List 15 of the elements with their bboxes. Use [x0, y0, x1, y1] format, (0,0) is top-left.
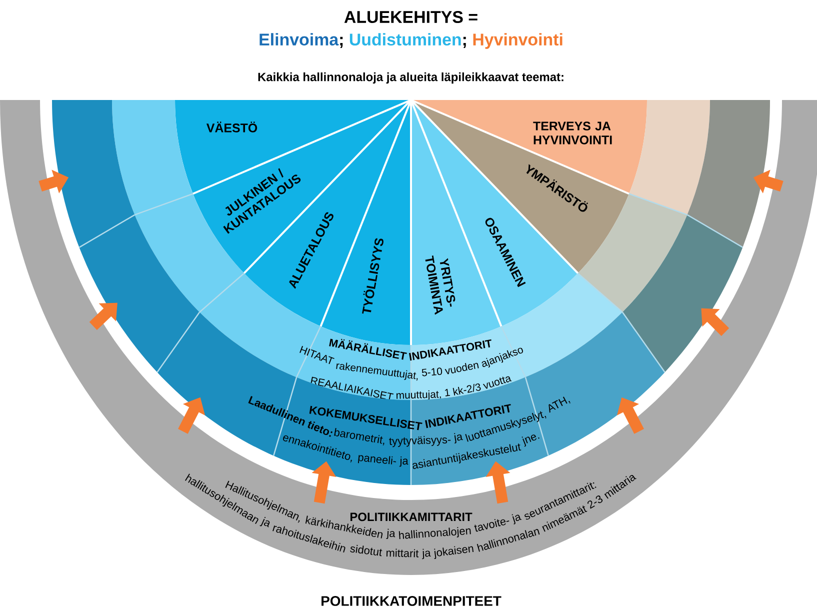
footer-text: POLITIIKKATOIMENPITEET	[322, 596, 502, 606]
arrow	[701, 308, 730, 336]
label: Hyvinvointi	[473, 33, 562, 49]
node-label: ja	[454, 433, 463, 444]
arrow	[89, 302, 118, 330]
caption-text: Kaikkia hallinnonaloja ja alueita läpileikkaavat teemat:	[258, 72, 564, 84]
label: ;	[340, 36, 343, 48]
node-label: vuoden	[444, 362, 479, 374]
node-label: 5-10	[422, 368, 442, 376]
heading: ALUEKEHITYS =	[344, 11, 478, 23]
label: Uudistuminen	[350, 33, 461, 46]
label: ;	[463, 36, 466, 48]
node-label: 1 kk-2/3 vuotta	[445, 376, 512, 396]
subheading: Elinvoima; Uudistuminen; Hyvinvointi	[260, 33, 562, 49]
label: Elinvoima	[260, 33, 339, 46]
